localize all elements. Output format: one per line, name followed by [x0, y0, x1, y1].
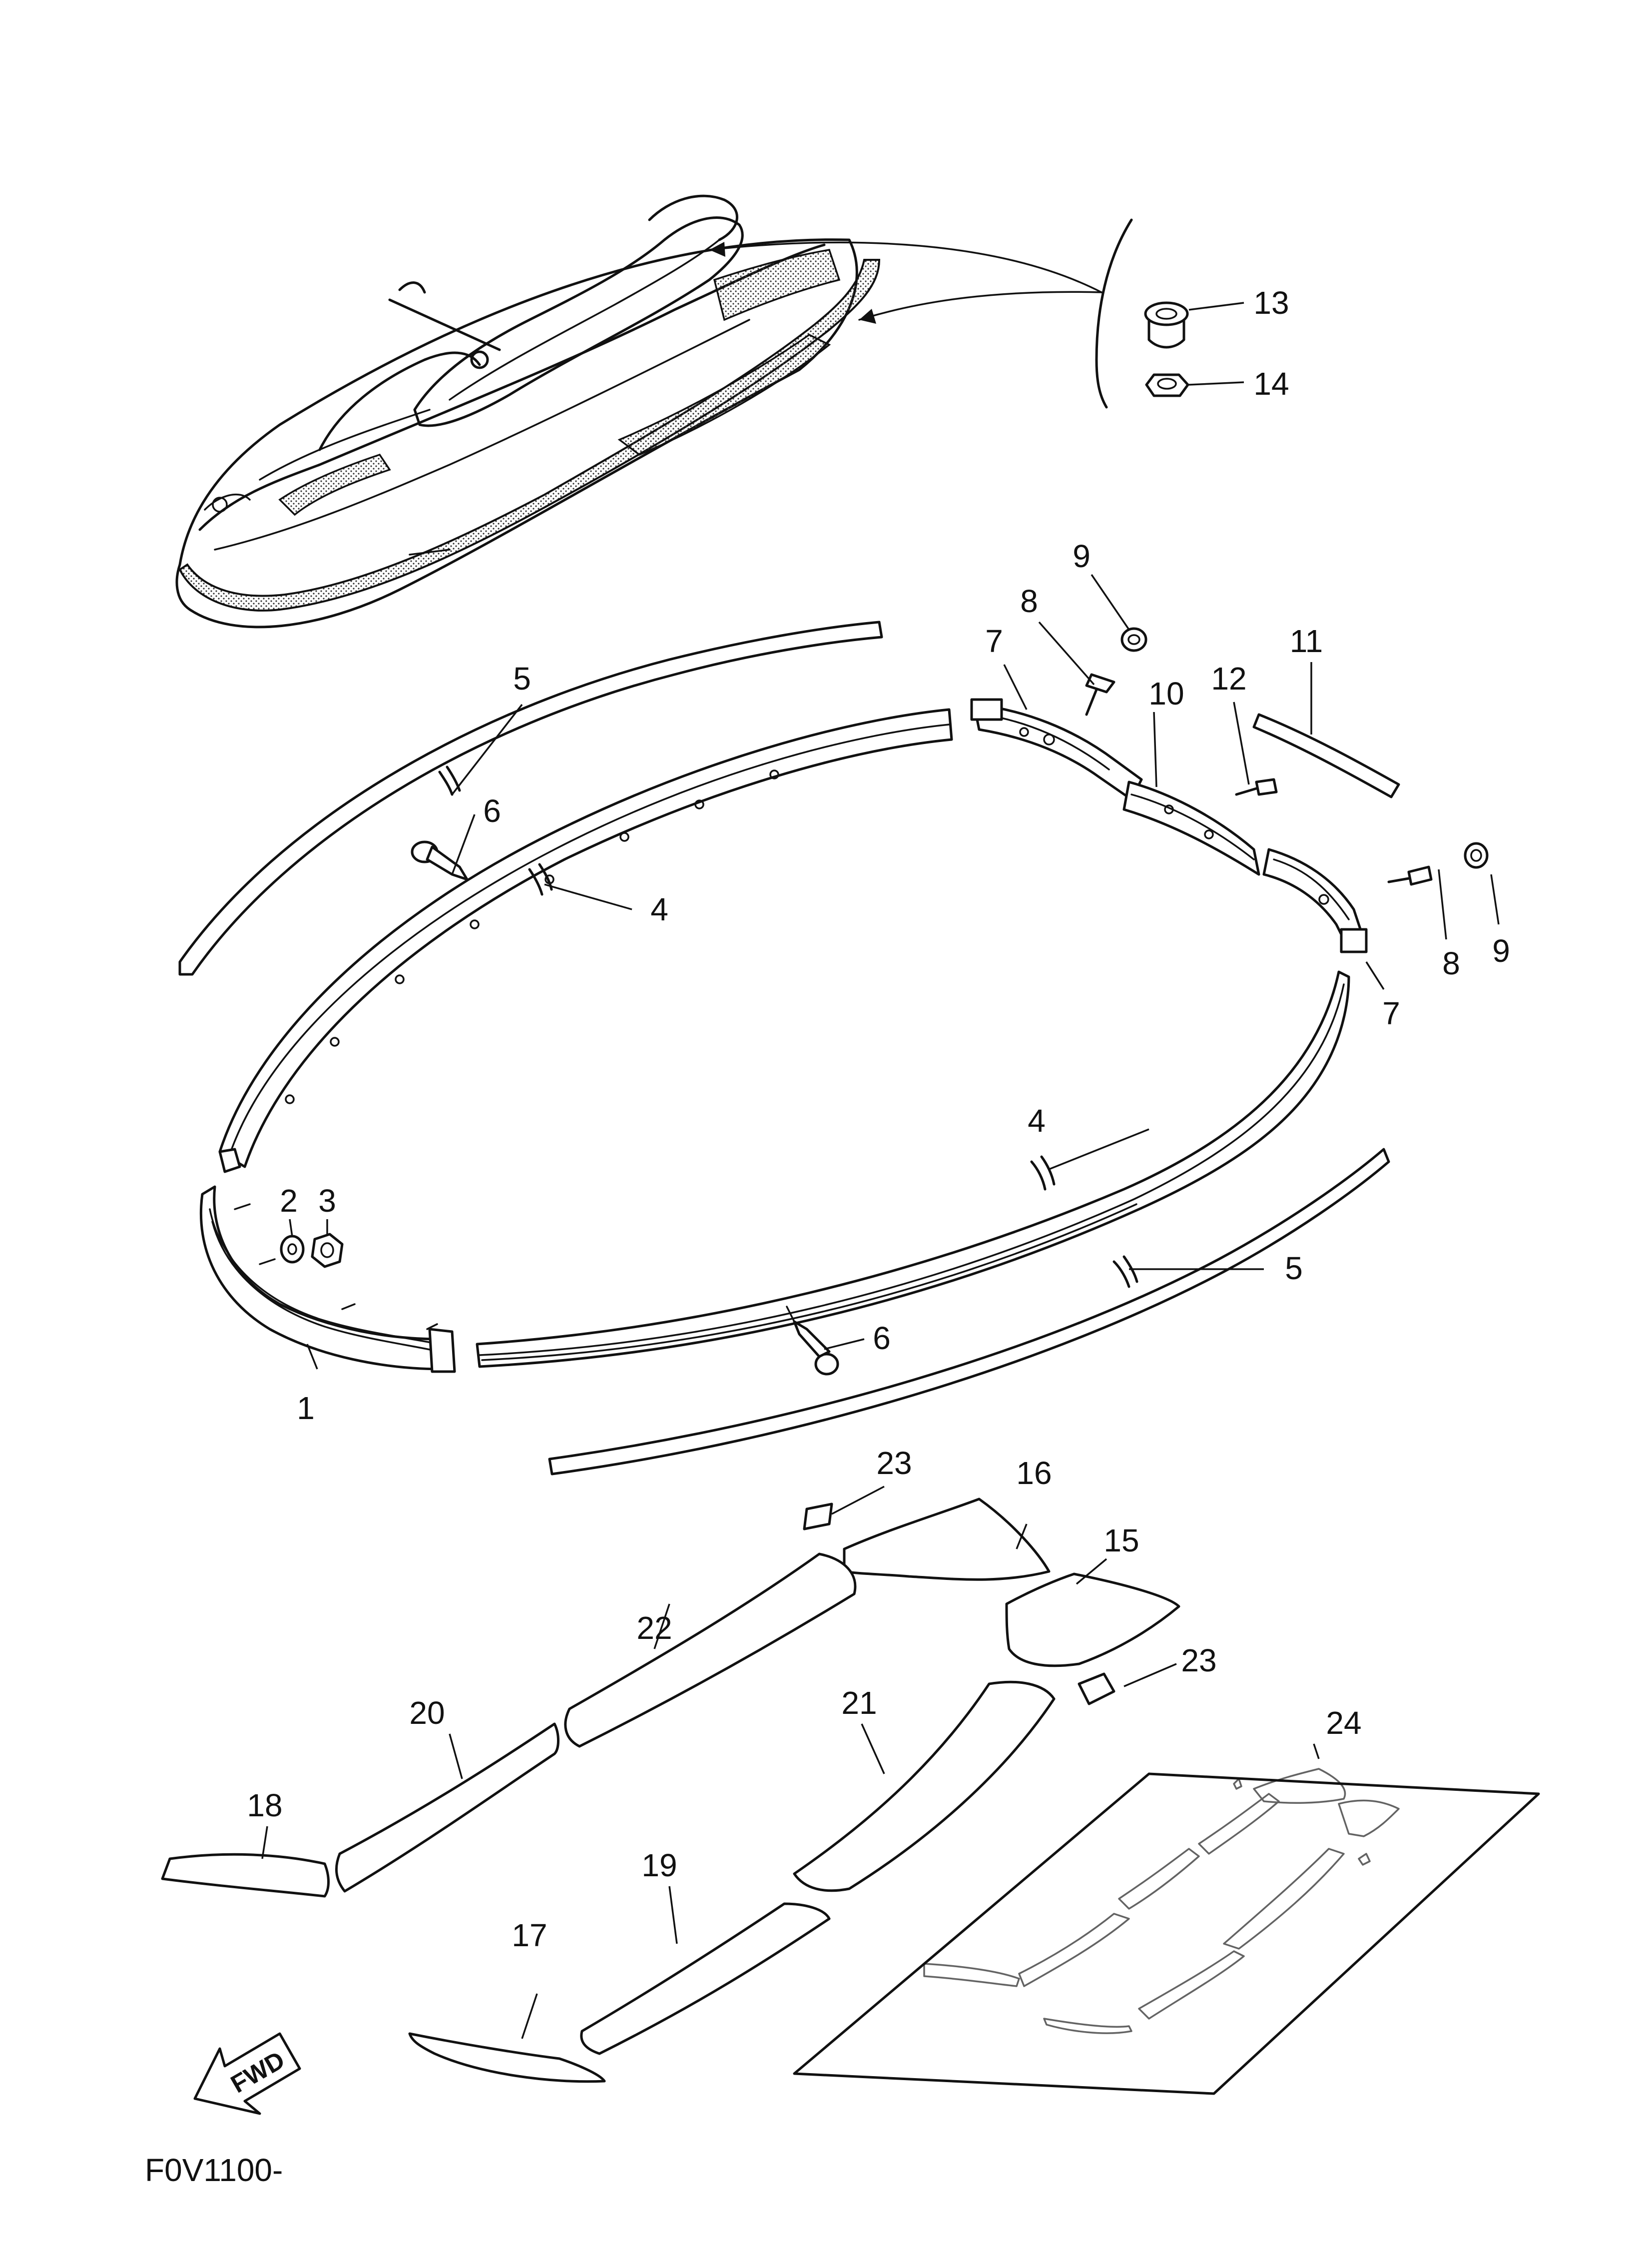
- callout-8-lower: 8: [1442, 945, 1460, 981]
- leader-lines: [261, 574, 1500, 2039]
- callout-15: 15: [1103, 1522, 1139, 1558]
- part-5-left-strip: [178, 621, 883, 976]
- callout-9-lower: 9: [1492, 933, 1510, 969]
- callout-20: 20: [409, 1695, 445, 1731]
- callout-21: 21: [841, 1685, 877, 1721]
- callout-labels: 1 2 3 4 4 5 5 6 6 7 7 8 8 9 9 10 11 12 1…: [247, 285, 1510, 1953]
- part-4-left-rail: [218, 708, 953, 1173]
- part-19-pad: [580, 1902, 831, 2055]
- callout-24: 24: [1326, 1705, 1361, 1741]
- watercraft-overview: [175, 194, 881, 629]
- part-23-small-pad-upper: [803, 1503, 833, 1530]
- part-4-right-rail: [476, 970, 1350, 1368]
- part-14-nut: [1145, 373, 1244, 397]
- part-8-rivet-lower: [1387, 865, 1433, 886]
- part-21-pad: [793, 1680, 1056, 1892]
- callout-8-upper: 8: [1020, 583, 1038, 619]
- part-16-pad: [843, 1498, 1051, 1581]
- mat-pads: [161, 1498, 1180, 2083]
- callout-17: 17: [512, 1917, 547, 1953]
- part-6-screw-upper: [411, 840, 469, 881]
- figure-code: F0V1100-: [145, 2152, 283, 2188]
- callout-3: 3: [318, 1183, 336, 1219]
- callout-2: 2: [280, 1183, 298, 1219]
- part-7-lower-bracket: [1262, 848, 1368, 953]
- part-6-screw-lower: [786, 1306, 839, 1376]
- callout-6-upper: 6: [483, 793, 501, 829]
- part-15-pad: [1005, 1572, 1180, 1667]
- callout-10: 10: [1148, 676, 1184, 712]
- part-20-pad: [335, 1722, 559, 1893]
- callout-5-left: 5: [513, 661, 531, 697]
- callout-11: 11: [1290, 623, 1323, 659]
- callout-18: 18: [247, 1787, 282, 1823]
- part-23-small-pad-lower: [1078, 1672, 1115, 1705]
- callout-6-lower: 6: [873, 1320, 891, 1356]
- detail-pointer-arrows: [708, 218, 1133, 409]
- callout-13: 13: [1253, 285, 1289, 321]
- callout-22: 22: [636, 1610, 672, 1646]
- part-2-washer: [280, 1235, 305, 1264]
- fwd-arrow-icon: FWD: [193, 2032, 301, 2115]
- part-11-strip: [1252, 713, 1400, 798]
- part-9-nut-lower: [1464, 842, 1489, 869]
- callout-1: 1: [297, 1390, 315, 1426]
- callout-16: 16: [1016, 1455, 1052, 1491]
- callout-9-upper: 9: [1073, 538, 1091, 574]
- part-3-nut: [311, 1233, 344, 1268]
- callout-7-upper: 7: [985, 623, 1003, 659]
- callout-5-right: 5: [1285, 1250, 1303, 1286]
- part-24-mat-set: [793, 1768, 1540, 2095]
- callout-23-upper: 23: [876, 1445, 912, 1481]
- part-13-grommet: [1144, 301, 1244, 349]
- callout-12: 12: [1211, 661, 1246, 697]
- callout-23-lower: 23: [1181, 1642, 1216, 1678]
- part-18-pad: [161, 1853, 330, 1898]
- part-7-upper-bracket: [970, 698, 1143, 801]
- callout-4-left: 4: [650, 891, 668, 927]
- callout-19: 19: [641, 1847, 677, 1883]
- part-1-bow-rail: [199, 1185, 456, 1373]
- callout-4-right: 4: [1028, 1103, 1046, 1139]
- part-10-rear-bracket: [1122, 780, 1260, 876]
- part-17-pad: [408, 2032, 606, 2083]
- callout-7-lower: 7: [1382, 995, 1400, 1031]
- part-8-rivet-upper: [1085, 673, 1115, 716]
- callout-14: 14: [1253, 366, 1289, 402]
- part-5-right-strip: [548, 1148, 1390, 1476]
- part-22-pad: [564, 1552, 857, 1748]
- part-12-rivet: [1235, 778, 1278, 796]
- part-9-nut-upper: [1120, 627, 1147, 652]
